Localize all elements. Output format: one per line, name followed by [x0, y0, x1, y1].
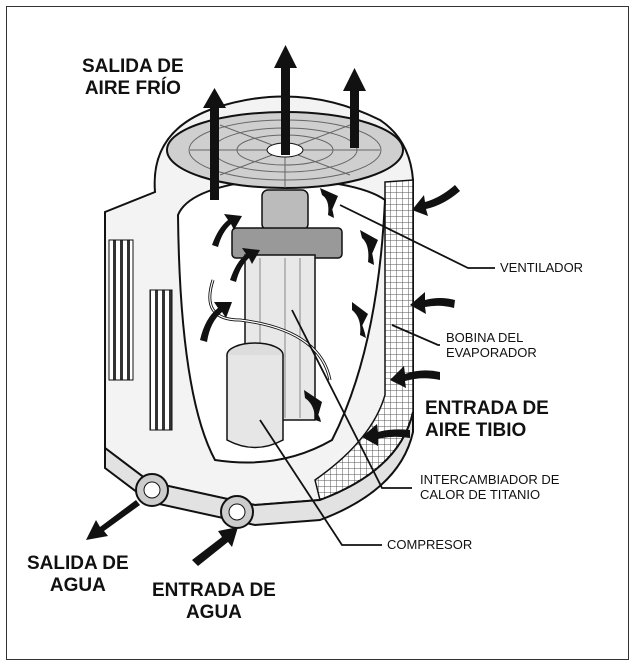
water-inlet-label: ENTRADA DE AGUA [152, 580, 276, 625]
label-line: AGUA [152, 602, 276, 624]
label-line: SALIDA DE [82, 56, 184, 78]
water-outlet-fitting [136, 474, 168, 506]
heat-exchanger-label: INTERCAMBIADOR DE CALOR DE TITANIO [420, 472, 559, 503]
left-louver [109, 240, 133, 380]
label-line: AGUA [27, 575, 129, 597]
fan-motor [262, 190, 308, 230]
evaporator-coil-label: BOBINA DEL EVAPORADOR [446, 330, 537, 361]
front-louver [150, 290, 172, 430]
label-line: AIRE TIBIO [425, 420, 549, 442]
label-line: ENTRADA DE [425, 398, 549, 420]
label-line: CALOR DE TITANIO [420, 487, 559, 502]
label-line: EVAPORADOR [446, 345, 537, 360]
label-line: AIRE FRÍO [82, 78, 184, 100]
label-line: BOBINA DEL [446, 330, 537, 345]
label-line: ENTRADA DE [152, 580, 276, 602]
compressor-body [227, 355, 283, 448]
water-outlet-label: SALIDA DE AGUA [27, 553, 129, 598]
compressor-label: COMPRESOR [387, 537, 472, 552]
warm-air-inlet-label: ENTRADA DE AIRE TIBIO [425, 398, 549, 443]
water-inlet-fitting [221, 496, 253, 528]
fan-label: VENTILADOR [500, 260, 583, 275]
label-line: SALIDA DE [27, 553, 129, 575]
label-line: INTERCAMBIADOR DE [420, 472, 559, 487]
cold-air-outlet-label: SALIDA DE AIRE FRÍO [82, 56, 184, 101]
